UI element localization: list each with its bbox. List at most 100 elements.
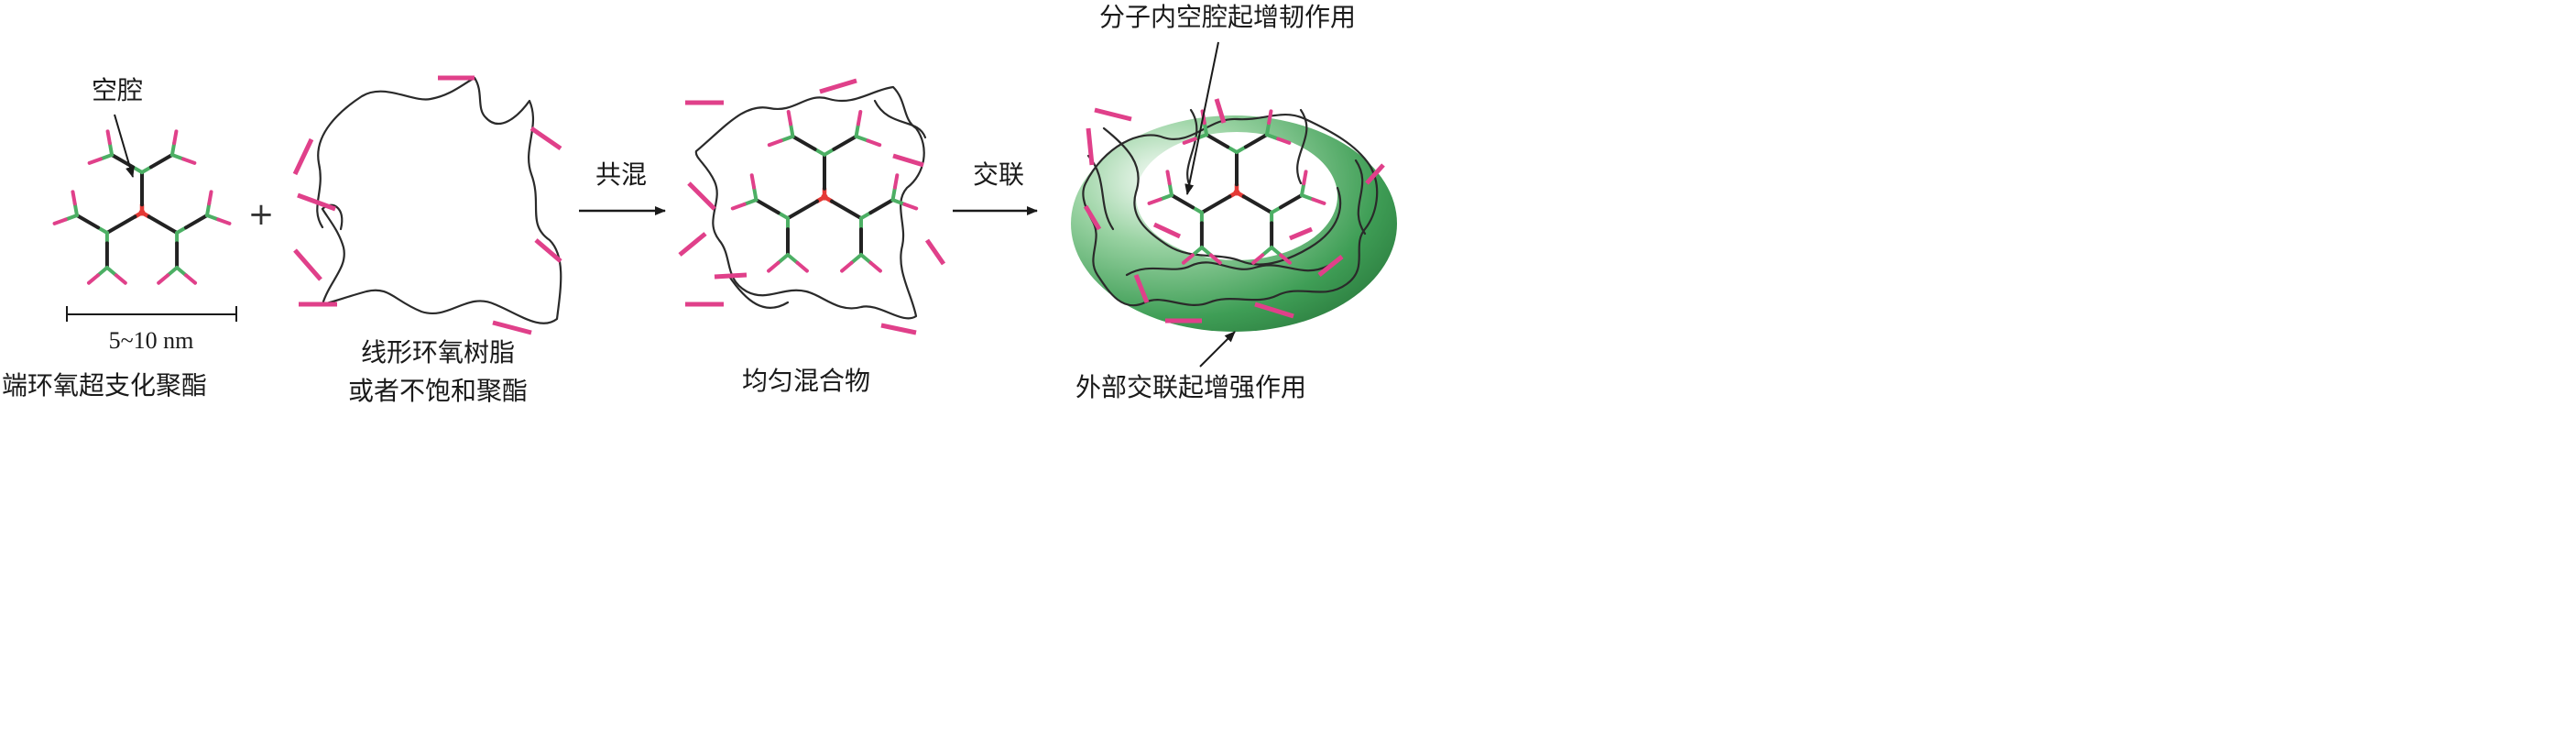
crosslink-ellipsoid-hole bbox=[1136, 132, 1337, 260]
molecule-bond bbox=[749, 173, 757, 190]
molecule-bond bbox=[832, 134, 858, 151]
molecule-bond bbox=[95, 266, 109, 278]
molecule-bond bbox=[74, 214, 101, 230]
molecule-bond bbox=[890, 198, 907, 206]
core-atom bbox=[821, 193, 828, 201]
molecule-bond bbox=[181, 157, 197, 165]
molecule-bond bbox=[183, 214, 210, 230]
molecule-bond bbox=[104, 214, 137, 235]
core-atom bbox=[1233, 189, 1240, 196]
molecule-bond bbox=[840, 260, 854, 273]
molecule-bond bbox=[172, 129, 179, 146]
outer-crosslink-arrow bbox=[1199, 331, 1236, 368]
end-group-dash bbox=[1152, 222, 1182, 239]
molecule-bond bbox=[754, 198, 780, 215]
end-group-dash bbox=[1365, 163, 1385, 185]
inner-cavity-arrow bbox=[1184, 41, 1219, 195]
mixture-chain bbox=[694, 85, 927, 320]
end-group-dash bbox=[292, 137, 314, 176]
molecule-bond bbox=[216, 217, 232, 225]
crosslink-chains bbox=[1082, 108, 1379, 307]
end-group-dash bbox=[892, 153, 924, 168]
end-group-dash bbox=[1094, 107, 1132, 122]
molecule-bond bbox=[1167, 181, 1173, 197]
molecule-bond bbox=[767, 260, 780, 273]
molecule-bond bbox=[795, 260, 809, 273]
molecule-bond bbox=[63, 214, 79, 222]
molecule-bond bbox=[1270, 246, 1283, 258]
molecule-bond bbox=[1278, 193, 1304, 210]
end-group-dash bbox=[529, 126, 562, 151]
molecule-bond bbox=[854, 122, 860, 138]
hyperbranched-polyester-label: 端环氧超支化聚酯 bbox=[2, 370, 207, 400]
molecule-bond bbox=[1158, 193, 1173, 202]
end-group-dash bbox=[1317, 255, 1344, 277]
molecule-bond bbox=[205, 202, 212, 217]
molecule-bond bbox=[1264, 133, 1281, 141]
molecule-bond bbox=[86, 273, 100, 285]
molecule-bond bbox=[785, 253, 800, 265]
molecule-bond bbox=[1193, 133, 1209, 141]
hyperbranched-polyester-molecule bbox=[52, 129, 232, 285]
end-group-dash bbox=[1086, 127, 1095, 166]
molecule-bond bbox=[157, 273, 170, 285]
cavity-arrow bbox=[114, 114, 135, 178]
molecule-bond bbox=[1300, 181, 1306, 197]
molecule-bond bbox=[1267, 109, 1273, 126]
linear-resin-chain bbox=[316, 76, 562, 324]
molecule-bond bbox=[107, 141, 115, 157]
end-group-dash bbox=[492, 320, 532, 335]
molecule-bond bbox=[207, 190, 213, 206]
molecule-bond bbox=[1302, 170, 1308, 186]
molecule-bond bbox=[1202, 121, 1209, 137]
molecule-bond bbox=[147, 214, 180, 235]
molecule-bond bbox=[785, 199, 819, 221]
molecule-bond bbox=[868, 198, 895, 215]
molecule-bond bbox=[71, 190, 77, 206]
molecule-bond bbox=[169, 141, 177, 157]
end-group-dash bbox=[678, 232, 707, 257]
mixture-end-groups bbox=[678, 78, 946, 335]
molecule-bond bbox=[849, 253, 864, 265]
molecule-bond bbox=[52, 217, 68, 225]
molecule-bond bbox=[1311, 197, 1326, 205]
plus-sign: + bbox=[248, 196, 275, 233]
cavity-label: 空腔 bbox=[92, 75, 143, 105]
molecule-bond bbox=[1205, 133, 1230, 149]
molecule-bond bbox=[169, 153, 186, 161]
end-group-dash bbox=[297, 192, 336, 212]
molecule-bond bbox=[1241, 194, 1274, 214]
end-group-dash bbox=[293, 248, 322, 281]
end-group-dash bbox=[1133, 274, 1150, 303]
molecule-bond bbox=[854, 134, 870, 143]
molecule-bond bbox=[1208, 253, 1222, 265]
end-group-dash bbox=[819, 78, 857, 94]
molecule-bond bbox=[779, 134, 795, 143]
end-group-dash bbox=[1289, 226, 1313, 241]
molecule-bond bbox=[148, 153, 174, 170]
molecule-bond bbox=[1169, 193, 1195, 210]
molecule-bond bbox=[1276, 137, 1292, 145]
toughening-mechanism-diagram: 空腔 5~10 nm 端环氧超支化聚酯 + 线形环氧树脂 或者不饱和聚酯 共混 … bbox=[2, 2, 1397, 406]
molecule-bond bbox=[730, 202, 747, 211]
size-scale-bracket bbox=[66, 306, 237, 322]
end-group-dash bbox=[1083, 204, 1102, 231]
molecule-bond bbox=[87, 157, 103, 165]
end-group-dash bbox=[1254, 302, 1294, 319]
molecule-bond bbox=[1279, 253, 1293, 265]
blend-step-label: 共混 bbox=[595, 159, 647, 190]
molecule-bond bbox=[1182, 137, 1197, 145]
molecule-bond bbox=[776, 253, 790, 265]
molecule-bond bbox=[184, 273, 198, 285]
molecule-bond bbox=[104, 266, 118, 278]
molecule-bond bbox=[72, 202, 79, 217]
molecule-bond bbox=[105, 129, 112, 146]
mixture-hyperbranched-molecule bbox=[730, 109, 919, 273]
linear-resin-end-groups bbox=[292, 75, 562, 335]
molecule-bond bbox=[752, 185, 759, 203]
molecule-bond bbox=[166, 266, 180, 278]
molecule-bond bbox=[1261, 246, 1274, 258]
size-scale-label: 5~10 nm bbox=[109, 327, 194, 354]
molecule-bond bbox=[890, 185, 897, 203]
molecule-bond bbox=[1251, 253, 1265, 265]
